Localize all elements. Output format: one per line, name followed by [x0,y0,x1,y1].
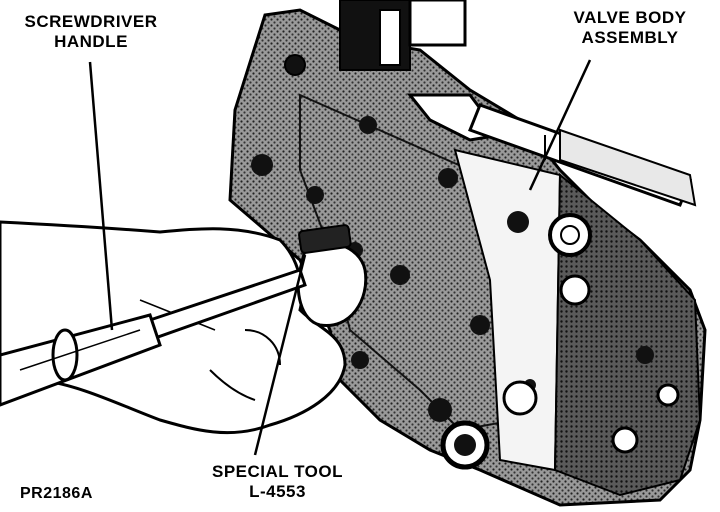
leader-valve-body [528,59,592,191]
figure-id: PR2186A [20,485,93,502]
valve-body-casting [228,8,707,507]
screwdriver [0,268,307,407]
leader-special-tool [253,254,307,456]
screwdriver-handle-label-line1: SCREWDRIVER [24,12,158,31]
leader-screwdriver-handle [88,61,114,331]
valve-body-assembly-label-line1: VALVE BODY [573,8,687,27]
special-tool [298,224,352,254]
valve-bores [440,213,680,470]
screwdriver-handle-label-line2: HANDLE [54,32,128,51]
screwdriver-handle-label: SCREWDRIVER HANDLE [6,12,176,52]
valve-body-assembly-label: VALVE BODY ASSEMBLY [550,8,710,48]
leader-lines [88,59,592,456]
special-tool-label-line1: SPECIAL TOOL [211,462,343,481]
special-tool-label-line2: L-4553 [249,482,306,501]
valve-body-assembly-label-line2: ASSEMBLY [581,28,679,47]
shaft-rod [468,103,697,207]
special-tool-label: SPECIAL TOOL L-4553 [190,462,365,502]
